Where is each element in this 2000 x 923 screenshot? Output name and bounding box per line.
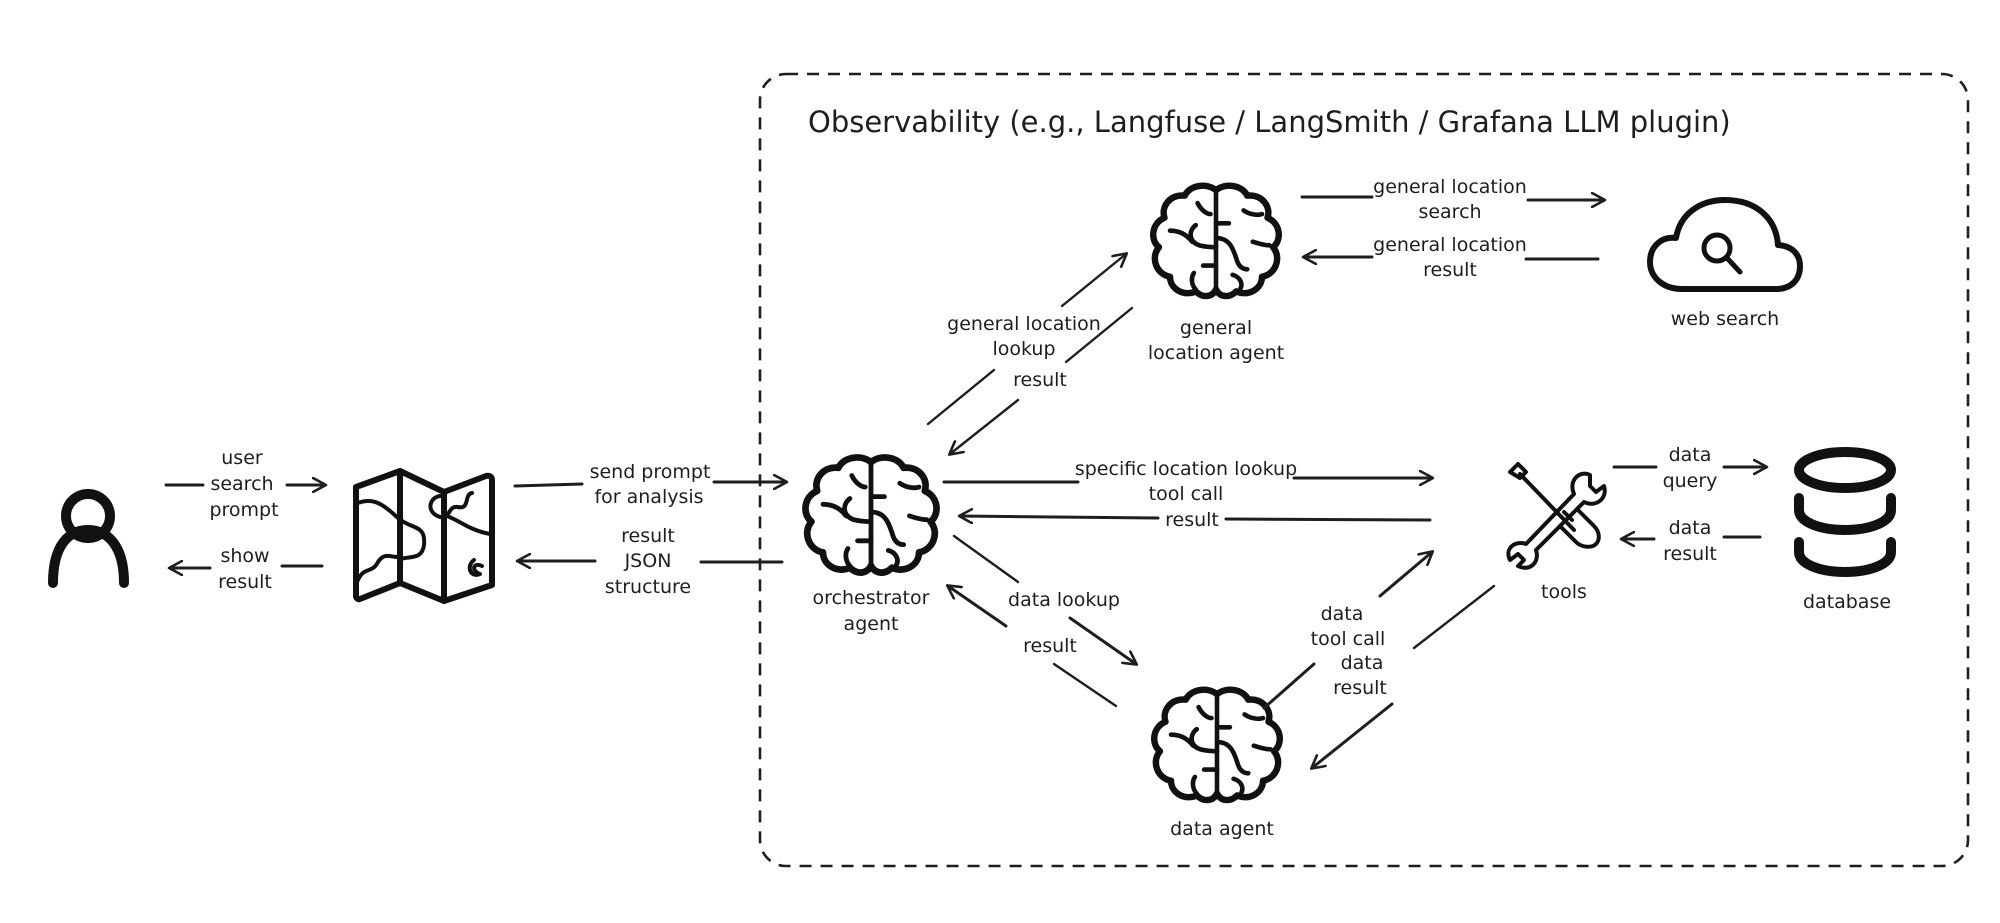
general-location-agent-icon[interactable] (1153, 186, 1279, 296)
edge-general-location-lookup: general location lookup (926, 254, 1126, 426)
edge-data-lookup: data lookup (952, 534, 1136, 664)
edge-specific-location-lookup: specific location lookup tool call (942, 458, 1432, 505)
database-icon[interactable] (1794, 447, 1896, 577)
edge-send-prompt: send prompt for analysis (513, 461, 786, 508)
connector-line (1052, 662, 1118, 708)
edge-label: result (1013, 369, 1067, 391)
edge-label: general location (947, 313, 1101, 335)
connector-line (1412, 584, 1496, 650)
edge-label: send prompt (590, 461, 711, 483)
edge-label: tool call (1149, 483, 1224, 505)
arrow-line (1312, 702, 1394, 768)
edge-data-lookup-result: result (948, 586, 1118, 708)
edge-general-location-result-web: general location result (1304, 234, 1600, 281)
orchestrator-label-2: agent (844, 613, 899, 635)
edge-label: result (1423, 259, 1477, 281)
orchestrator-agent-icon[interactable] (805, 457, 936, 572)
edge-label: specific location lookup (1075, 458, 1297, 480)
database-label: database (1803, 591, 1891, 613)
web-search-label: web search (1671, 308, 1779, 330)
edge-label: query (1663, 470, 1718, 492)
observability-group-title: Observability (e.g., Langfuse / LangSmit… (808, 105, 1731, 139)
edge-label: data (1669, 517, 1712, 539)
edge-label: result (621, 525, 675, 547)
edge-label: show (220, 545, 269, 567)
general-location-agent-label-2: location agent (1148, 342, 1284, 364)
orchestrator-label-1: orchestrator (813, 587, 930, 609)
arrow-line (960, 516, 1160, 518)
edge-label: general location (1373, 176, 1527, 198)
edge-data-result-db: data result (1622, 517, 1762, 565)
map-icon[interactable] (353, 468, 495, 604)
edge-show-result: show result (170, 545, 324, 593)
edge-label: data (1341, 652, 1384, 674)
edge-result-json: result JSON structure (518, 525, 784, 598)
edge-label: data (1321, 603, 1364, 625)
cloud-search-icon[interactable] (1647, 197, 1803, 292)
arrow-line (1060, 254, 1126, 308)
edge-label: result (1663, 543, 1717, 565)
user-icon[interactable] (48, 489, 129, 588)
data-agent-label: data agent (1170, 818, 1274, 840)
edge-label: result (218, 571, 272, 593)
edge-label: structure (605, 576, 691, 598)
connector-line (513, 482, 584, 488)
edge-data-query: data query (1612, 444, 1766, 492)
connector-line (1262, 662, 1316, 710)
arrow-line (1068, 616, 1136, 664)
edge-general-location-search: general location search (1300, 176, 1604, 223)
edge-label: search (1418, 201, 1481, 223)
edge-general-location-result: result (950, 306, 1134, 454)
tools-icon[interactable] (1506, 462, 1607, 570)
data-agent-icon[interactable] (1154, 690, 1280, 800)
arrow-line (948, 586, 1008, 628)
edge-specific-location-result: result (960, 509, 1432, 531)
general-location-agent-label-1: general (1180, 317, 1252, 339)
edge-data-tool-result: data result (1312, 584, 1496, 768)
connector-line (926, 368, 996, 426)
arrow-line (950, 398, 1020, 454)
edge-label: prompt (209, 499, 278, 521)
observability-group-box (758, 72, 1970, 868)
edge-label: general location (1373, 234, 1527, 256)
edge-label: data (1669, 444, 1712, 466)
edge-label: data lookup (1008, 589, 1120, 611)
connector-line (1064, 306, 1134, 364)
edge-label: lookup (992, 338, 1055, 360)
tools-label: tools (1541, 581, 1587, 603)
edge-label: tool call (1311, 628, 1386, 650)
edge-label: result (1165, 509, 1219, 531)
edge-label: JSON (624, 550, 672, 572)
edge-user-search-prompt: user search prompt (164, 447, 325, 521)
connector-line (952, 534, 1020, 584)
edge-data-tool-call: data tool call (1262, 552, 1432, 710)
edge-label: search (210, 473, 273, 495)
edge-label: for analysis (594, 486, 703, 508)
edge-label: result (1333, 677, 1387, 699)
connector-line (1224, 517, 1432, 522)
edge-label: result (1023, 635, 1077, 657)
arrow-line (1378, 552, 1432, 598)
edge-label: user (221, 447, 263, 469)
